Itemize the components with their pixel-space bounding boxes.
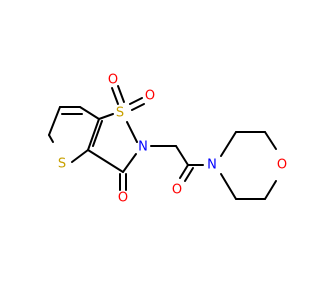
bond-s-o-right-a [129,97,143,105]
bond-c-c-fused-double [92,120,103,147]
bond-c-s-isothiazole [98,113,114,120]
bond-s-c-thiophene [71,149,89,163]
bond-s-o-right-b [131,103,145,111]
bond-morph-o-c3 [264,180,277,200]
atom-s-thiophene: S [58,157,66,172]
bond-s-o-upper-b [117,85,125,103]
atom-o-morpholine: O [277,158,287,173]
bond-c-c-thiophene-left [48,106,61,136]
atom-o-sulfonyl-top: O [108,73,118,88]
bond-c-c-isothiazole [87,149,124,173]
structure-diagram: S O O N S O O N O [48,73,287,206]
molecule-canvas: S O O N S O O N O [48,72,288,206]
atom-s-sulfonyl: S [116,106,124,121]
atom-o-ring-carbonyl: O [118,191,128,206]
bond-c-s-thiophene [48,134,54,143]
atom-o-sulfonyl-right: O [145,89,155,104]
atom-n-ring: N [138,140,148,155]
bond-morph-c2-o [264,131,277,150]
bond-morph-n-c1 [220,131,237,157]
bond-s-n [126,121,138,143]
bond-c-o-amide-a [179,164,189,179]
atom-labels: S O O N S O O N O [58,73,287,206]
atom-o-amide: O [172,183,182,198]
bond-n-c-carbonyl [122,153,137,173]
bonds [48,85,277,200]
bond-c-c-thiophene-top-right [79,106,100,120]
bond-c-c-fused [87,118,100,151]
bond-ch2-c-amide [175,145,189,166]
bond-c-o-amide-b [184,167,194,182]
bond-morph-c4-n [220,173,237,200]
bond-s-o-upper-a [111,87,119,105]
atom-n-morpholine: N [207,158,217,173]
